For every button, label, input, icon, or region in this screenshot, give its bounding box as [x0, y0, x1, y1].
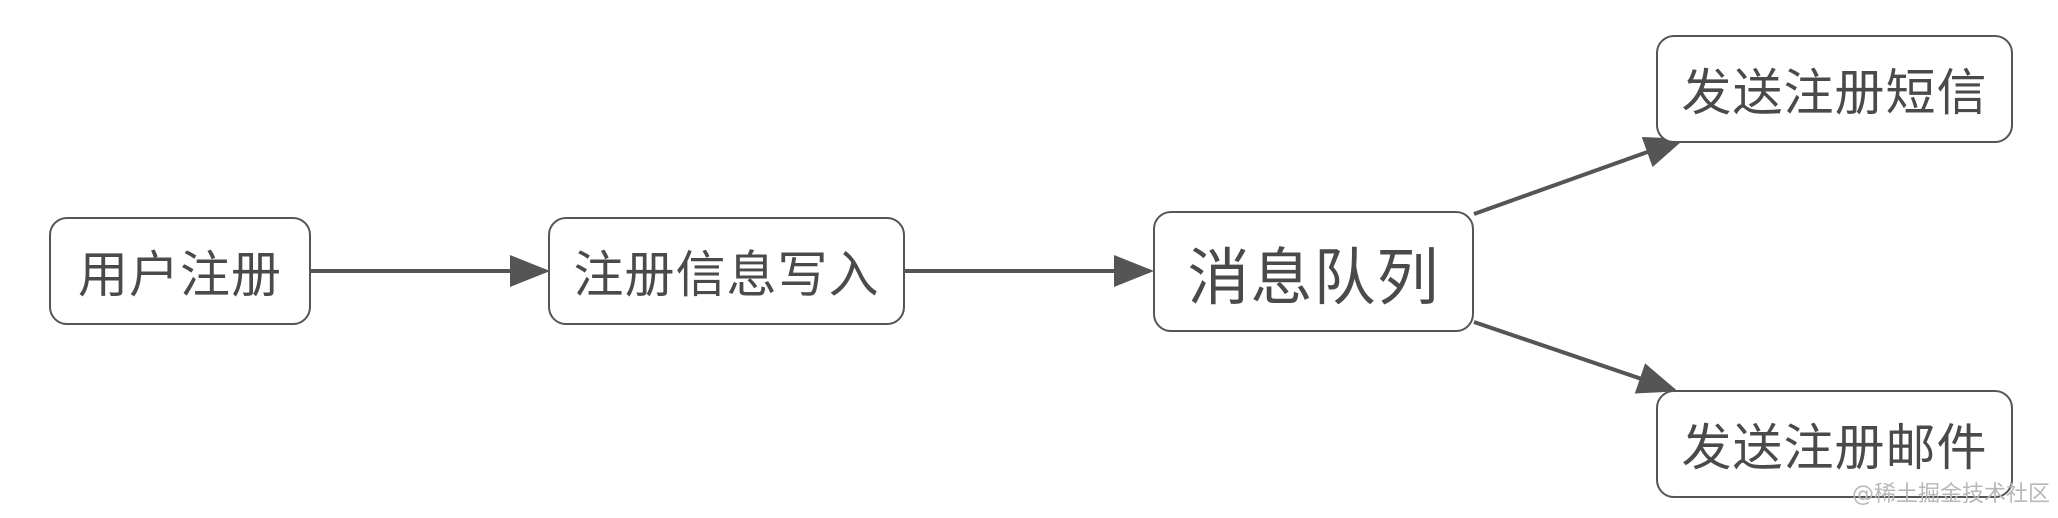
node-send-sms: 发送注册短信 [1656, 35, 2013, 143]
watermark: @稀土掘金技术社区 [1851, 482, 2050, 507]
node-label: 注册信息写入 [573, 246, 880, 304]
arrow-queue-to-email [1473, 320, 1678, 394]
node-label: 发送注册邮件 [1681, 419, 1988, 477]
node-user-register: 用户注册 [49, 217, 311, 325]
node-label: 用户注册 [78, 246, 282, 304]
node-label: 发送注册短信 [1681, 64, 1988, 122]
node-send-email: 发送注册邮件 [1656, 390, 2013, 498]
node-write-info: 注册信息写入 [548, 217, 905, 325]
node-message-queue: 消息队列 [1153, 211, 1474, 332]
node-label: 消息队列 [1187, 240, 1440, 314]
arrow-queue-to-sms [1473, 137, 1685, 216]
